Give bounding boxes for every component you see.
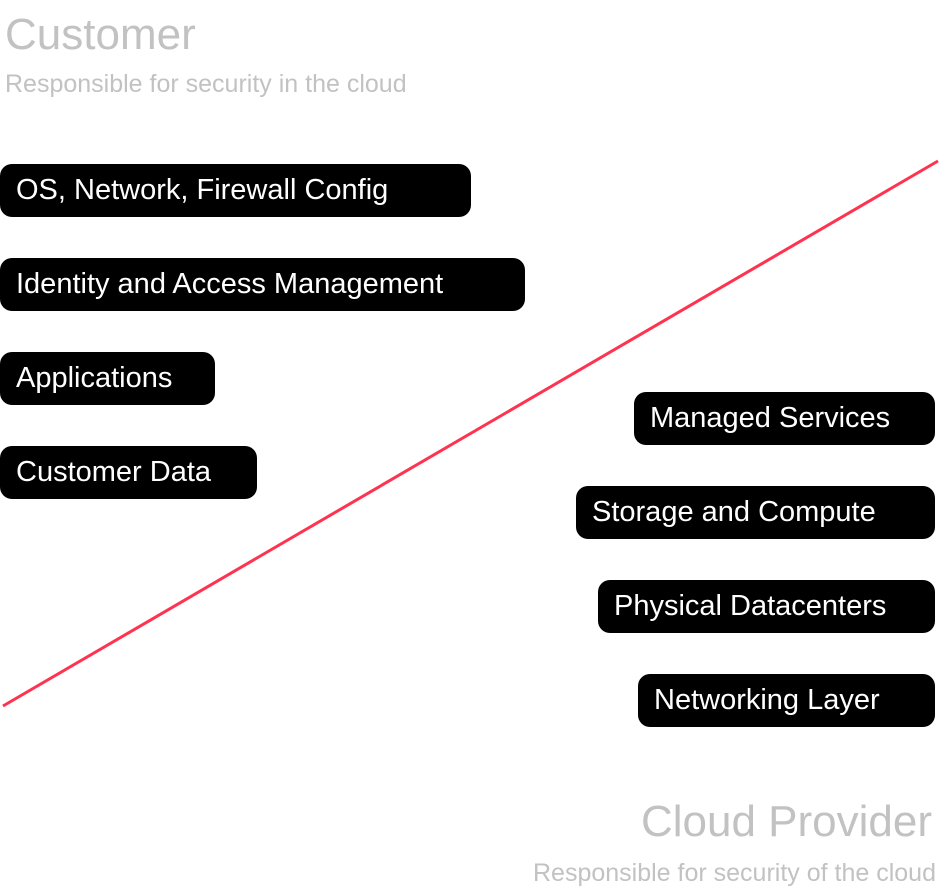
provider-title: Cloud Provider	[640, 797, 932, 846]
customer-item: OS, Network, Firewall Config	[0, 164, 471, 217]
divider-line	[2, 159, 939, 708]
customer-item: Customer Data	[0, 446, 257, 499]
provider-item: Storage and Compute	[576, 486, 935, 539]
provider-item: Managed Services	[634, 392, 935, 445]
provider-item: Physical Datacenters	[598, 580, 935, 633]
customer-item: Applications	[0, 352, 215, 405]
customer-item: Identity and Access Management	[0, 258, 525, 311]
provider-subtitle: Responsible for security of the cloud	[533, 859, 936, 887]
customer-subtitle: Responsible for security in the cloud	[5, 70, 407, 98]
customer-title: Customer	[5, 10, 196, 59]
provider-item: Networking Layer	[638, 674, 935, 727]
